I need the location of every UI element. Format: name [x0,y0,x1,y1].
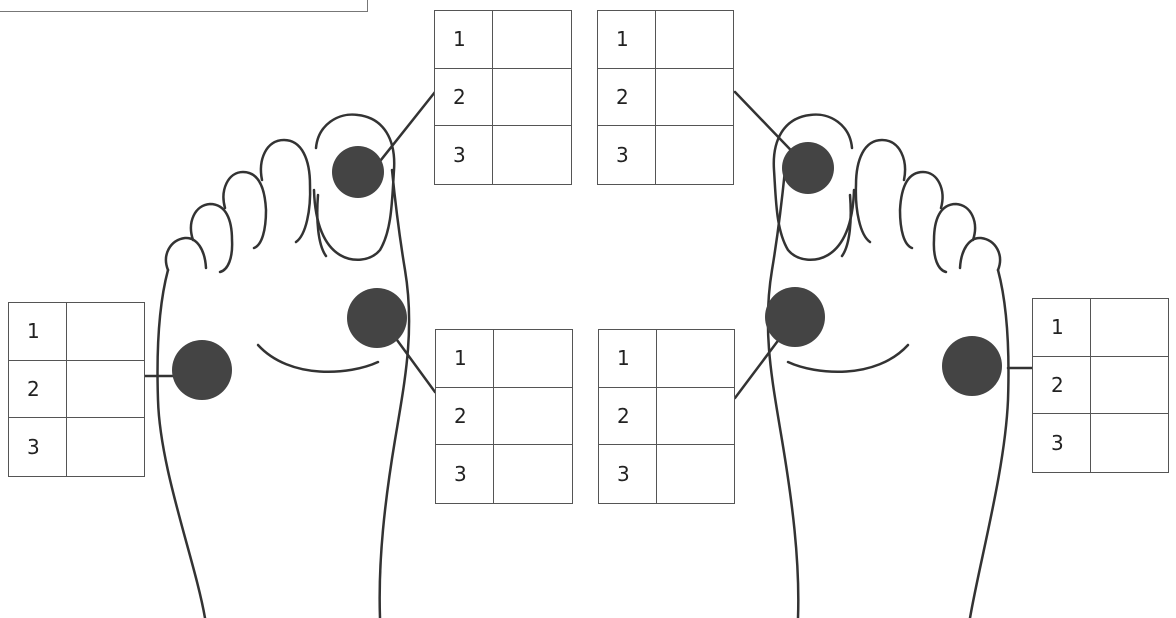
grid-left-foot-outer: 1 2 3 [8,302,145,477]
grid-cell[interactable] [1091,299,1168,356]
row-number: 1 [599,330,657,387]
grid-row: 2 [599,388,734,446]
grid-row: 3 [598,126,733,184]
grid-cell[interactable] [493,11,571,68]
row-number: 1 [598,11,656,68]
row-number: 2 [436,388,494,445]
grid-row: 1 [435,11,571,69]
grid-cell[interactable] [67,303,144,360]
row-number: 3 [598,126,656,184]
row-number: 2 [598,69,656,126]
grid-cell[interactable] [494,330,572,387]
grid-row: 3 [599,445,734,503]
grid-cell[interactable] [656,126,733,184]
grid-row: 2 [435,69,571,127]
row-number: 3 [436,445,494,503]
grid-right-foot-big-toe: 1 2 3 [597,10,734,185]
right-ball-point [765,287,825,347]
row-number: 2 [1033,357,1091,414]
grid-row: 2 [1033,357,1168,415]
grid-row: 3 [435,126,571,184]
grid-row: 3 [436,445,572,503]
row-number: 3 [599,445,657,503]
row-number: 3 [435,126,493,184]
left-outer-point [172,340,232,400]
row-number: 1 [1033,299,1091,356]
grid-cell[interactable] [657,330,734,387]
grid-cell[interactable] [493,69,571,126]
grid-row: 1 [598,11,733,69]
grid-row: 2 [9,361,144,419]
row-number: 1 [436,330,494,387]
grid-row: 3 [9,418,144,476]
left-big-toe-point [332,146,384,198]
right-big-toe-point [782,142,834,194]
grid-cell[interactable] [493,126,571,184]
grid-row: 3 [1033,414,1168,472]
grid-cell[interactable] [656,11,733,68]
left-ball-point [347,288,407,348]
grid-left-foot-ball: 1 2 3 [435,329,573,504]
grid-cell[interactable] [67,418,144,476]
grid-cell[interactable] [656,69,733,126]
grid-cell[interactable] [494,445,572,503]
grid-right-foot-outer: 1 2 3 [1032,298,1169,473]
row-number: 2 [435,69,493,126]
grid-row: 2 [598,69,733,127]
right-outer-point [942,336,1002,396]
grid-row: 1 [9,303,144,361]
grid-right-foot-ball: 1 2 3 [598,329,735,504]
grid-left-foot-big-toe: 1 2 3 [434,10,572,185]
row-number: 3 [1033,414,1091,472]
grid-cell[interactable] [1091,414,1168,472]
grid-cell[interactable] [657,388,734,445]
grid-cell[interactable] [1091,357,1168,414]
row-number: 2 [599,388,657,445]
grid-row: 1 [599,330,734,388]
row-number: 1 [435,11,493,68]
grid-row: 1 [1033,299,1168,357]
grid-cell[interactable] [67,361,144,418]
grid-cell[interactable] [494,388,572,445]
grid-row: 2 [436,388,572,446]
row-number: 3 [9,418,67,476]
row-number: 1 [9,303,67,360]
grid-row: 1 [436,330,572,388]
row-number: 2 [9,361,67,418]
grid-cell[interactable] [657,445,734,503]
